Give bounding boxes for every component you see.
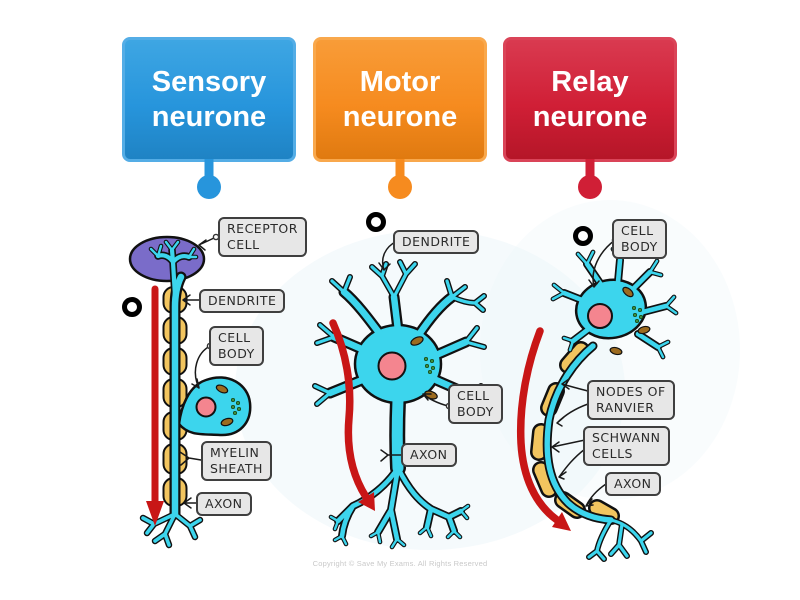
tag-axon-left: AXON xyxy=(196,492,252,516)
organelles-left xyxy=(215,384,234,427)
tag-line: CELL xyxy=(227,237,260,252)
nucleus-left xyxy=(195,396,217,418)
card-pin xyxy=(387,159,413,205)
pin-stem xyxy=(585,159,595,183)
answer-card-motor-neurone[interactable]: Motor neurone xyxy=(313,37,487,199)
pin-stem xyxy=(395,159,405,183)
tag-line: CELLS xyxy=(592,446,633,461)
drop-marker-3[interactable] xyxy=(573,226,593,246)
card-label-line2: neurone xyxy=(342,100,458,133)
tag-line: CELL xyxy=(218,330,251,345)
pin-dot xyxy=(197,175,221,199)
card-label: Relay neurone xyxy=(533,65,647,135)
tag-line: MYELIN xyxy=(210,445,260,460)
ribosomes-right xyxy=(631,305,644,324)
card-label-line2: neurone xyxy=(532,100,648,133)
ribosomes-mid xyxy=(423,356,436,375)
card-label-line1: Relay xyxy=(551,65,629,98)
tag-receptor-cell: RECEPTOR CELL xyxy=(218,217,307,257)
tag-axon-mid: AXON xyxy=(401,443,457,467)
drop-marker-1[interactable] xyxy=(122,297,142,317)
tag-line: BODY xyxy=(621,239,658,254)
card-pin xyxy=(577,159,603,205)
tag-schwann-cells: SCHWANN CELLS xyxy=(583,426,670,466)
motor-neurone-drawing xyxy=(312,259,487,550)
tag-line: BODY xyxy=(218,346,255,361)
tag-myelin-sheath: MYELIN SHEATH xyxy=(201,441,272,481)
tag-line: AXON xyxy=(205,496,243,511)
tag-line: CELL xyxy=(621,223,654,238)
pin-dot xyxy=(578,175,602,199)
nucleus-mid xyxy=(377,351,407,381)
tag-axon-right: AXON xyxy=(605,472,661,496)
copyright-watermark: Copyright © Save My Exams. All Rights Re… xyxy=(312,559,488,568)
tag-line: AXON xyxy=(410,447,448,462)
tag-dendrite-mid: DENDRITE xyxy=(393,230,480,254)
tag-line: SHEATH xyxy=(210,461,263,476)
drop-marker-2[interactable] xyxy=(366,212,386,232)
card-label-line2: neurone xyxy=(151,100,267,133)
tag-dendrite-left: DENDRITE xyxy=(199,289,286,313)
tag-cell-body-left: CELL BODY xyxy=(209,326,264,366)
ribosomes-left xyxy=(230,397,242,416)
answer-card-relay-neurone[interactable]: Relay neurone xyxy=(503,37,677,199)
pin-stem xyxy=(204,159,214,183)
nucleus-right xyxy=(587,303,613,329)
impulse-direction-arrows xyxy=(146,285,571,531)
card-label: Sensory neurone xyxy=(152,65,266,135)
tag-line: NODES OF xyxy=(596,384,666,399)
tag-cell-body-right: CELL BODY xyxy=(612,219,667,259)
tag-line: RANVIER xyxy=(596,400,655,415)
sensory-neurone-drawing xyxy=(128,235,252,549)
tag-line: RECEPTOR xyxy=(227,221,298,236)
tag-cell-body-mid: CELL BODY xyxy=(448,384,503,424)
tag-line: CELL xyxy=(457,388,490,403)
tag-line: AXON xyxy=(614,476,652,491)
arrow-relay xyxy=(516,327,571,531)
card-label-line1: Motor xyxy=(359,65,441,98)
organelles-right xyxy=(609,286,651,356)
relay-neurone-drawing xyxy=(530,246,679,562)
arrow-motor xyxy=(329,319,375,511)
card-label: Motor neurone xyxy=(343,65,457,135)
tag-nodes-of-ranvier: NODES OF RANVIER xyxy=(587,380,675,420)
card-label-line1: Sensory xyxy=(151,65,267,98)
tag-line: DENDRITE xyxy=(208,293,277,308)
arrow-sensory xyxy=(146,285,164,526)
tag-line: SCHWANN xyxy=(592,430,661,445)
tag-line: DENDRITE xyxy=(402,234,471,249)
answer-card-sensory-neurone[interactable]: Sensory neurone xyxy=(122,37,296,199)
pin-dot xyxy=(388,175,412,199)
tag-line: BODY xyxy=(457,404,494,419)
card-pin xyxy=(196,159,222,205)
